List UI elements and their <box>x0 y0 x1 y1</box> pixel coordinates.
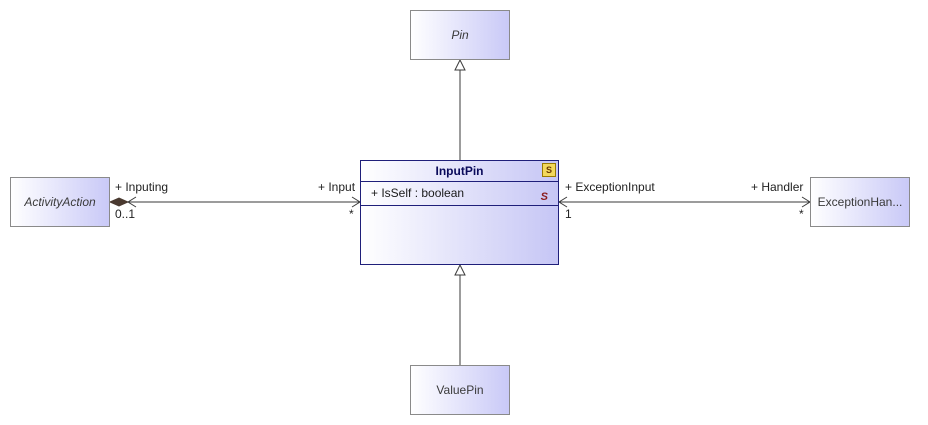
class-exceptionhandler[interactable]: ExceptionHan... <box>810 177 910 227</box>
class-activityaction[interactable]: ActivityAction <box>10 177 110 227</box>
multiplicity-handler: * <box>799 207 804 221</box>
class-inputpin-name: InputPin <box>435 164 484 178</box>
class-valuepin-name: ValuePin <box>436 383 484 397</box>
composition-diamond <box>108 197 130 207</box>
class-activityaction-name: ActivityAction <box>24 195 96 209</box>
class-inputpin-header: InputPin S <box>361 161 558 182</box>
class-stereotype-icon: S <box>542 163 556 177</box>
class-inputpin-attribute-row[interactable]: + IsSelf : boolean S <box>361 182 558 206</box>
multiplicity-inputing: 0..1 <box>115 207 136 221</box>
static-attribute-icon: S <box>540 191 548 203</box>
role-handler: + Handler <box>751 180 804 194</box>
role-exceptioninput: + ExceptionInput <box>565 180 655 194</box>
generalization-arrowhead-pin <box>454 58 466 71</box>
generalization-arrowhead-inputpin <box>454 263 466 276</box>
class-pin-name: Pin <box>451 28 469 42</box>
class-pin[interactable]: Pin <box>410 10 510 60</box>
multiplicity-input: * <box>349 207 354 221</box>
association-arrowhead-inputpin-right <box>558 196 568 208</box>
multiplicity-exceptioninput: 1 <box>565 207 572 221</box>
class-inputpin[interactable]: InputPin S + IsSelf : boolean S <box>360 160 559 265</box>
class-exceptionhandler-name: ExceptionHan... <box>817 195 903 209</box>
class-valuepin[interactable]: ValuePin <box>410 365 510 415</box>
attribute-isself: + IsSelf : boolean <box>371 186 465 200</box>
role-input: + Input <box>318 180 356 194</box>
association-arrowhead-activityaction <box>127 196 137 208</box>
role-inputing: + Inputing <box>115 180 169 194</box>
